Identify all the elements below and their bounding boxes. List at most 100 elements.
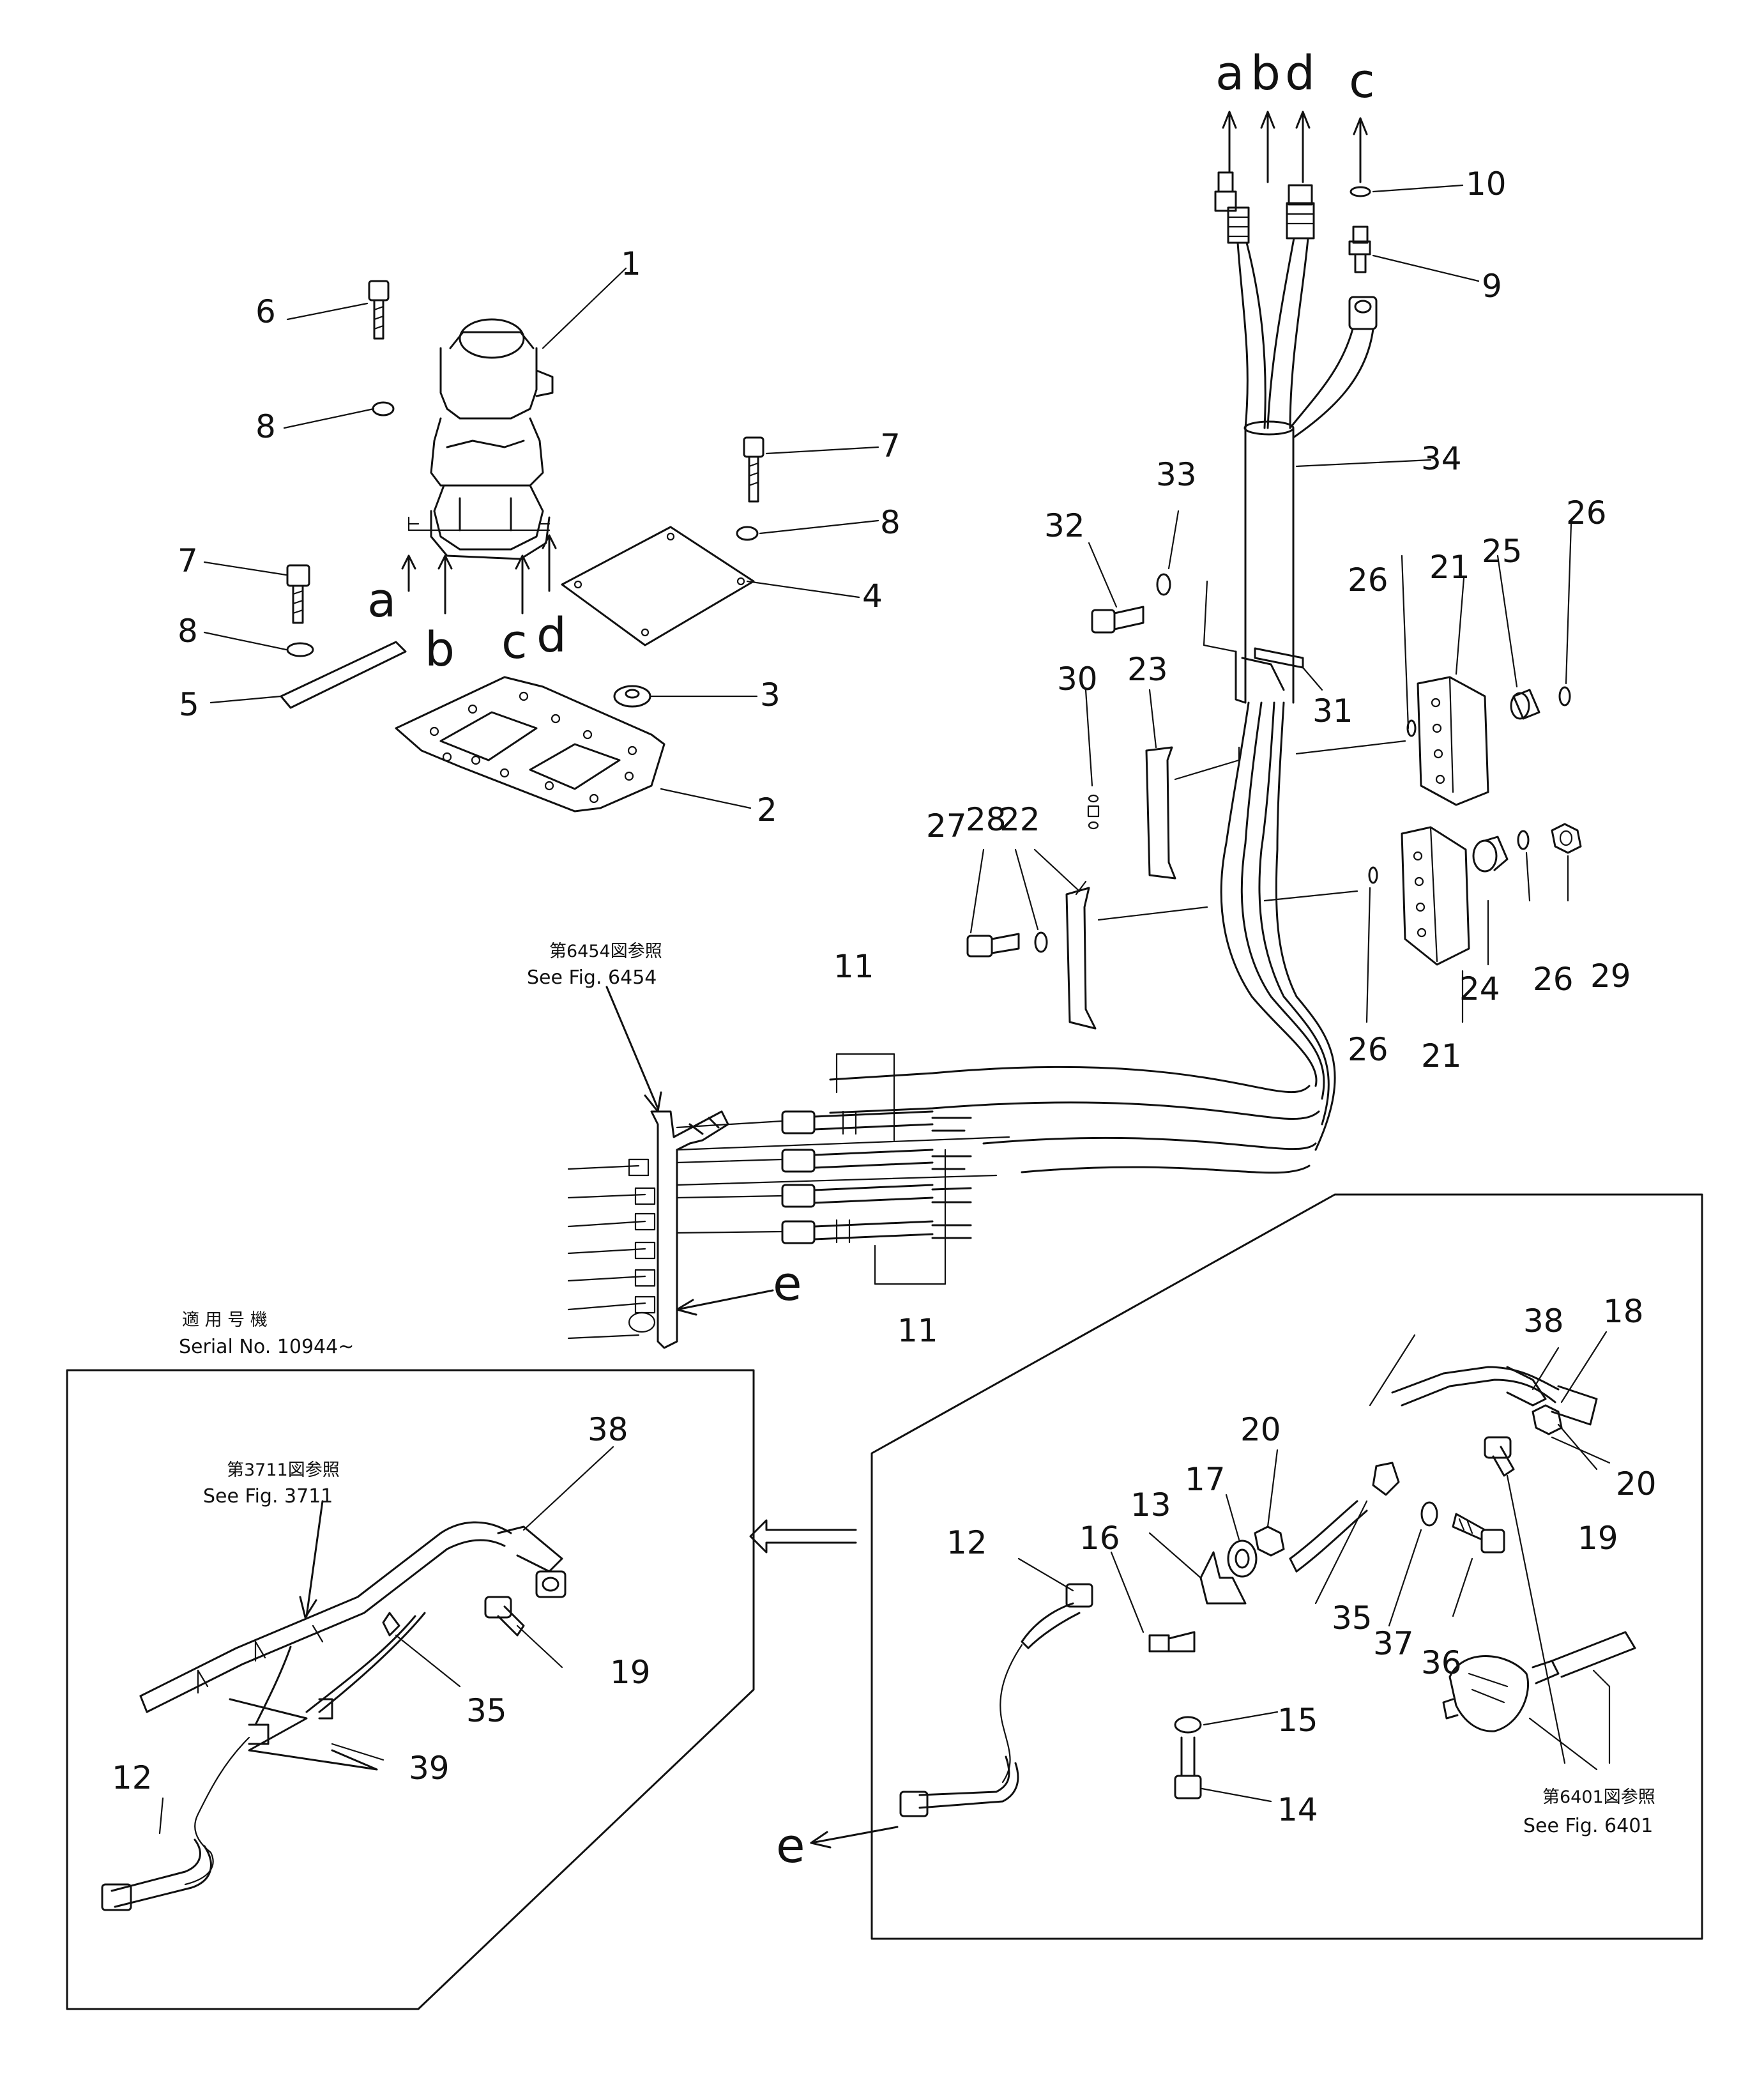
washer-37 (1420, 1501, 1438, 1527)
washer-15 (1174, 1716, 1202, 1734)
washer-33 (1156, 573, 1171, 596)
bolt-36 (1452, 1513, 1505, 1554)
bolt-7a (743, 436, 764, 503)
spacer-24 (1472, 836, 1509, 873)
valve-letter-b: b (425, 622, 455, 677)
part-label-20a: 20 (1240, 1411, 1281, 1448)
top-letter-c: c (1349, 54, 1375, 109)
part-label-3: 3 (760, 676, 780, 714)
part-label-33: 33 (1156, 456, 1197, 493)
inset-left-parts (101, 1446, 614, 1911)
note-fig6454-en: See Fig. 6454 (527, 966, 657, 989)
bolt-32 (1091, 606, 1144, 634)
valve-assembly (407, 318, 554, 560)
part-label-39: 39 (409, 1750, 450, 1787)
part-label-15: 15 (1277, 1702, 1318, 1739)
letter-e-right: e (776, 1819, 805, 1874)
part-label-32: 32 (1044, 507, 1085, 544)
part-label-20b: 20 (1616, 1465, 1657, 1502)
valve-letter-c: c (501, 615, 528, 669)
part-label-34: 34 (1421, 440, 1462, 477)
valve-letter-d: d (536, 608, 566, 663)
hose-bundle (829, 237, 1374, 1174)
part-label-26d: 26 (1348, 1031, 1388, 1068)
spacer-3 (613, 685, 651, 708)
note-fig3711-jp: 第3711図参照 (227, 1460, 340, 1480)
note-fig3711-en: See Fig. 3711 (203, 1485, 333, 1508)
nut-left (535, 1570, 566, 1598)
note-fig6454-jp: 第6454図参照 (549, 942, 662, 961)
nut-20a (1254, 1525, 1285, 1557)
washer-8c (286, 642, 314, 657)
connector-16 (1148, 1631, 1196, 1653)
part-label-10: 10 (1466, 165, 1507, 202)
part-label-21b: 21 (1421, 1037, 1462, 1074)
part-label-36: 36 (1421, 1644, 1462, 1681)
part-label-22: 22 (1000, 801, 1040, 838)
part-label-18: 18 (1603, 1293, 1644, 1330)
note-fig6401-en: See Fig. 6401 (1523, 1815, 1653, 1837)
nut-29 (1551, 823, 1582, 854)
part-label-7b: 7 (178, 542, 198, 579)
washer-26a (1558, 686, 1571, 707)
part-label-26c: 26 (1533, 961, 1574, 998)
inset-box-left (66, 1369, 857, 2010)
note-fig6401-jp: 第6401図参照 (1542, 1787, 1655, 1807)
top-arrows (1222, 111, 1368, 183)
part-label-4: 4 (862, 577, 883, 615)
part-number-labels: 1 2 3 4 5 6 7 7 8 8 8 9 10 11 11 12 12 1… (112, 165, 1657, 1828)
part-label-14: 14 (1277, 1791, 1318, 1828)
part-label-29: 29 (1590, 958, 1631, 995)
bolt-14 (1174, 1736, 1202, 1799)
clamp-35b (1372, 1462, 1400, 1496)
clamp-block-21-upper (1417, 676, 1489, 806)
nut-20b (1532, 1404, 1563, 1435)
bracket-13 (1199, 1551, 1247, 1605)
inset-box-right (871, 1193, 1703, 1940)
part-label-8b: 8 (880, 504, 901, 541)
nut-17 (1227, 1539, 1258, 1578)
letter-e-center: e (773, 1257, 802, 1311)
part-label-8c: 8 (178, 613, 198, 650)
washer-26c (1368, 866, 1378, 884)
part-label-35a: 35 (1332, 1600, 1372, 1637)
part-label-2: 2 (757, 791, 777, 829)
part-label-38a: 38 (1523, 1303, 1564, 1340)
bracket-22 (1065, 880, 1097, 1030)
part-label-11b: 11 (897, 1312, 938, 1349)
part-label-7a: 7 (880, 427, 901, 464)
valve-letter-a: a (367, 573, 396, 628)
pressure-switch (1442, 1631, 1636, 1732)
leaders-valve (203, 267, 879, 809)
leader-fig6454 (605, 986, 662, 1113)
bracket-23 (1145, 746, 1176, 880)
leaders-hose (969, 184, 1572, 1023)
part-label-17: 17 (1185, 1461, 1226, 1498)
part-label-25: 25 (1482, 533, 1523, 570)
part-label-16: 16 (1079, 1520, 1120, 1557)
top-letter-b: b (1251, 46, 1281, 101)
note-serial-jp: 適 用 号 機 (182, 1310, 268, 1330)
part-label-6: 6 (255, 293, 276, 330)
washer-28 (1034, 931, 1048, 953)
clamp-31 (1235, 644, 1285, 704)
bolt-7b (286, 564, 310, 624)
part-label-28: 28 (966, 801, 1007, 838)
fitting-19-left (484, 1596, 525, 1637)
part-label-26a: 26 (1566, 494, 1607, 531)
top-letter-a: a (1215, 46, 1244, 101)
part-label-31: 31 (1312, 692, 1353, 730)
part-label-27: 27 (926, 807, 967, 844)
valve-port-arrows (401, 534, 557, 615)
inset-right-parts (810, 1331, 1636, 1849)
part-label-24: 24 (1459, 970, 1500, 1007)
stack-30 (1087, 794, 1100, 830)
hose-fittings-11 (781, 1110, 972, 1244)
part-label-1: 1 (621, 245, 641, 282)
gasket-2 (395, 676, 665, 813)
bracket-hoses-left (567, 1120, 1010, 1340)
port-letter-labels: a b d c a b c d e e (367, 46, 1375, 1874)
part-label-12b: 12 (112, 1759, 153, 1796)
